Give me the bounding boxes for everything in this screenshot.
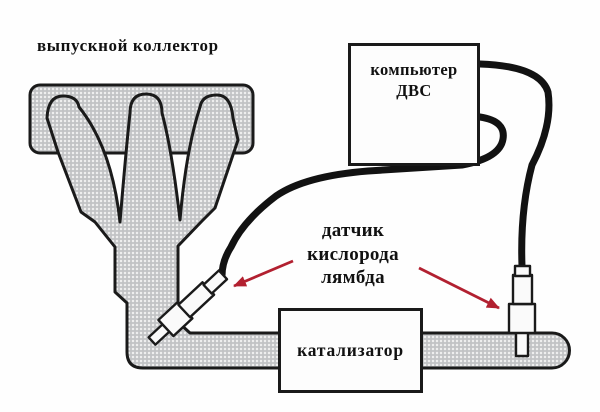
arrow-to-upstream-sensor-icon [233, 259, 294, 288]
computer-box-line2: ДВС [396, 81, 432, 100]
exhaust-pipes-shape [45, 92, 571, 370]
sensor-label-line2: кислорода [307, 243, 399, 265]
manifold-label: выпускной коллектор [37, 36, 219, 55]
downstream-oxygen-sensor-icon [507, 264, 537, 358]
sensor-label-line3: лямбда [321, 267, 385, 288]
upstream-oxygen-sensor-icon [147, 269, 229, 346]
engine-computer-box: компьютер ДВС [348, 43, 480, 166]
computer-box-line1: компьютер [370, 60, 458, 79]
sensor-label-line1: датчик [321, 220, 385, 241]
cable-to-downstream-sensor [476, 60, 553, 270]
catalyst-box: катализатор [278, 308, 423, 393]
oxygen-sensor-label: датчик кислорода лямбда [277, 219, 429, 290]
catalyst-label: катализатор [297, 340, 404, 360]
cable-to-upstream-sensor [218, 113, 507, 280]
arrow-to-downstream-sensor-icon [418, 266, 500, 310]
